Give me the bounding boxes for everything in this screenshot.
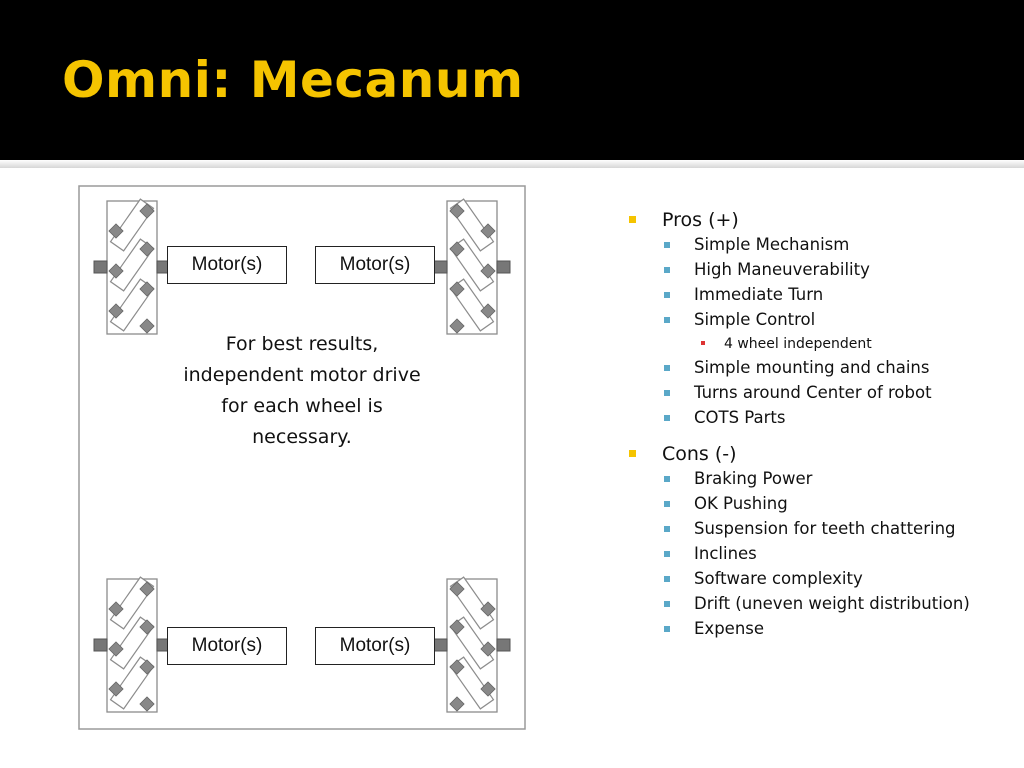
roller-pivot: [480, 601, 496, 617]
pros-heading: Pros (+): [626, 208, 1006, 232]
motor-label: Motor(s): [191, 254, 263, 275]
cons-heading: Cons (-): [626, 442, 1006, 466]
motor-label: Motor(s): [339, 635, 411, 656]
bullet-marker-icon: [664, 551, 670, 557]
axle-stub: [496, 638, 511, 652]
roller-pivot: [449, 318, 465, 334]
motor-shaft: [433, 260, 448, 274]
motor-box-bottom-right: Motor(s): [315, 627, 435, 665]
diagram-note: For best results, independent motor driv…: [183, 333, 421, 448]
motor-shaft: [433, 638, 448, 652]
wheel-bottom-left: [93, 576, 171, 713]
axle-stub: [93, 638, 108, 652]
list-item: OK Pushing: [626, 494, 1006, 514]
bullet-marker-icon: [664, 242, 670, 248]
roller-pivot: [480, 303, 496, 319]
motor-box-bottom-left: Motor(s): [167, 627, 287, 665]
cons-section: Cons (-) Braking Power OK Pushing Suspen…: [626, 442, 1006, 639]
roller-pivot: [139, 581, 155, 597]
list-item: Simple Mechanism: [626, 235, 1006, 255]
roller-pivot: [449, 203, 465, 219]
motor-label: Motor(s): [339, 254, 411, 275]
bullet-marker-icon: [664, 317, 670, 323]
roller-pivot: [480, 641, 496, 657]
pros-section: Pros (+) Simple Mechanism High Maneuvera…: [626, 208, 1006, 428]
roller-pivot: [108, 601, 124, 617]
list-item: Drift (uneven weight distribution): [626, 594, 1006, 614]
bullet-marker-icon: [629, 450, 636, 457]
roller-pivot: [139, 203, 155, 219]
wheel-top-right: [433, 198, 511, 335]
list-item: Simple mounting and chains: [626, 358, 1006, 378]
list-item: Braking Power: [626, 469, 1006, 489]
roller-pivot: [449, 581, 465, 597]
bullet-marker-icon: [664, 601, 670, 607]
list-item: Turns around Center of robot: [626, 383, 1006, 403]
roller-pivot: [139, 619, 155, 635]
bullet-marker-icon: [664, 576, 670, 582]
list-item: Expense: [626, 619, 1006, 639]
roller-pivot: [139, 241, 155, 257]
bullet-marker-icon: [664, 526, 670, 532]
roller-pivot: [108, 223, 124, 239]
roller-pivot: [139, 659, 155, 675]
motor-box-top-right: Motor(s): [315, 246, 435, 284]
roller-pivot: [139, 281, 155, 297]
bullet-marker-icon: [629, 216, 636, 223]
bullet-marker-icon: [664, 476, 670, 482]
title-divider: [0, 160, 1024, 168]
roller-pivot: [480, 223, 496, 239]
slide-title: Omni: Mecanum: [62, 51, 524, 109]
list-sub-item: 4 wheel independent: [626, 335, 1006, 353]
roller-pivot: [480, 263, 496, 279]
list-item: COTS Parts: [626, 408, 1006, 428]
bullet-marker-icon: [664, 292, 670, 298]
list-item: Simple Control: [626, 310, 1006, 330]
roller-pivot: [108, 303, 124, 319]
roller-pivot: [139, 318, 155, 334]
bullet-marker-icon: [664, 626, 670, 632]
list-item: High Maneuverability: [626, 260, 1006, 280]
wheel-top-left: [93, 198, 171, 335]
wheel-bottom-right: [433, 576, 511, 713]
title-bar: Omni: Mecanum: [0, 0, 1024, 160]
bullet-marker-icon: [664, 390, 670, 396]
roller-pivot: [449, 619, 465, 635]
roller-pivot: [108, 681, 124, 697]
axle-stub: [496, 260, 511, 274]
motor-label: Motor(s): [191, 635, 263, 656]
roller-pivot: [449, 696, 465, 712]
roller-pivot: [108, 263, 124, 279]
roller-pivot: [449, 659, 465, 675]
roller-pivot: [139, 696, 155, 712]
slide-content: Motor(s) Motor(s) Motor(s) Motor(s) For …: [0, 168, 1024, 768]
roller-pivot: [480, 681, 496, 697]
list-item: Immediate Turn: [626, 285, 1006, 305]
list-item: Suspension for teeth chattering: [626, 519, 1006, 539]
roller-pivot: [449, 281, 465, 297]
roller-pivot: [108, 641, 124, 657]
robot-chassis-diagram: [78, 185, 526, 730]
roller-pivot: [449, 241, 465, 257]
bullet-marker-icon: [701, 341, 705, 345]
motor-box-top-left: Motor(s): [167, 246, 287, 284]
pros-cons-list: Pros (+) Simple Mechanism High Maneuvera…: [626, 208, 1006, 653]
axle-stub: [93, 260, 108, 274]
list-item: Software complexity: [626, 569, 1006, 589]
bullet-marker-icon: [664, 365, 670, 371]
bullet-marker-icon: [664, 415, 670, 421]
bullet-marker-icon: [664, 501, 670, 507]
bullet-marker-icon: [664, 267, 670, 273]
list-item: Inclines: [626, 544, 1006, 564]
